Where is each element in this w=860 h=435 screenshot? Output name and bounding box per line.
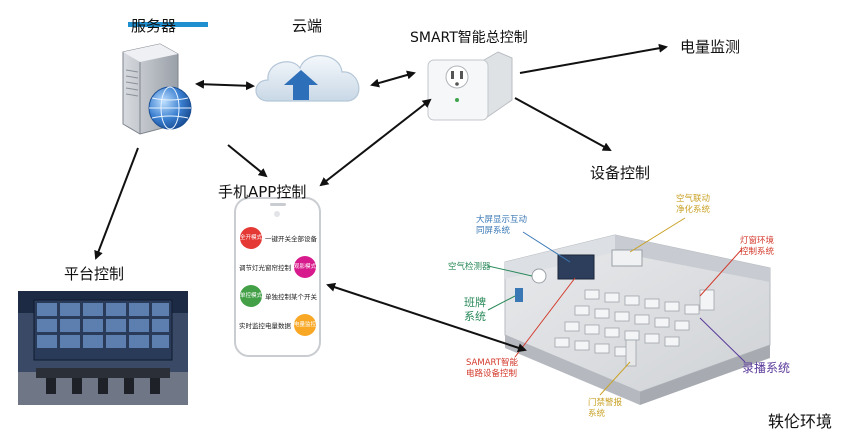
phone-row[interactable]: 观影模式调节灯光窗帘控制 [239, 255, 316, 279]
big-screen-annotation: 大屏显示互动同屏系统 [476, 215, 527, 237]
annotation-line: 班牌 [464, 296, 486, 309]
cloud-label: 云端 [292, 17, 323, 35]
smart-plug-icon [427, 51, 513, 121]
phone-row[interactable]: 全开模式一键开关全部设备 [240, 226, 317, 250]
mode-badge: 观影模式 [294, 256, 316, 278]
power-monitor-label: 电量监测 [680, 38, 741, 56]
annotation-line: 录播系统 [742, 361, 791, 375]
annotation-line: 空气检测器 [448, 262, 491, 272]
lighting-annotation: 灯窗环境控制系统 [740, 236, 774, 258]
phone-screen: 全开模式一键开关全部设备观影模式调节灯光窗帘控制单控模式单独控制某个开关电量监控… [239, 226, 317, 342]
annotation-line: SAMART智能 [466, 358, 518, 368]
control-room-image [18, 291, 188, 405]
door-alarm-annotation: 门禁警报系统 [588, 398, 622, 420]
annotation-line: 门禁警报 [588, 398, 623, 408]
mode-text: 一键开关全部设备 [265, 235, 317, 243]
mode-text: 调节灯光窗帘控制 [239, 264, 291, 272]
smart-circuit-annotation: SAMART智能电路设备控制 [466, 358, 518, 380]
connection-arrows [94, 43, 668, 353]
app-control-label: 手机APP控制 [218, 183, 307, 201]
air-detector-annotation: 空气检测器 [448, 262, 491, 273]
annotation-line: 系统 [464, 310, 486, 323]
title-bar [128, 22, 208, 27]
recording-annotation: 录播系统 [742, 361, 791, 375]
smart-classroom-image [487, 217, 771, 405]
annotation-line: 电路设备控制 [466, 369, 518, 379]
annotation-line: 空气联动 [676, 194, 711, 204]
class-sign-annotation: 班牌系统 [464, 296, 486, 324]
device-control-label: 设备控制 [590, 164, 651, 182]
server-icon [122, 43, 192, 135]
phone-row[interactable]: 单控模式单独控制某个开关 [240, 284, 317, 308]
footer-label: 轶伦环境 [768, 412, 833, 431]
phone-row[interactable]: 电量监控实时监控电量数据 [239, 313, 316, 337]
mode-badge: 单控模式 [240, 285, 262, 307]
air-purify-annotation: 空气联动净化系统 [676, 194, 710, 216]
smart-control-label: SMART智能总控制 [410, 30, 528, 46]
mode-badge: 全开模式 [240, 227, 262, 249]
platform-control-label: 平台控制 [64, 265, 125, 283]
server-label: 服务器 [131, 17, 177, 35]
cloud-icon [255, 55, 360, 102]
mode-text: 实时监控电量数据 [239, 322, 291, 330]
annotation-line: 大屏显示互动 [476, 215, 528, 225]
annotation-line: 控制系统 [740, 247, 775, 257]
annotation-line: 同屏系统 [476, 226, 511, 236]
annotation-line: 灯窗环境 [740, 236, 775, 246]
annotation-line: 系统 [588, 409, 606, 419]
mode-text: 单独控制某个开关 [265, 293, 317, 301]
annotation-line: 净化系统 [676, 205, 711, 215]
mode-badge: 电量监控 [294, 314, 316, 336]
